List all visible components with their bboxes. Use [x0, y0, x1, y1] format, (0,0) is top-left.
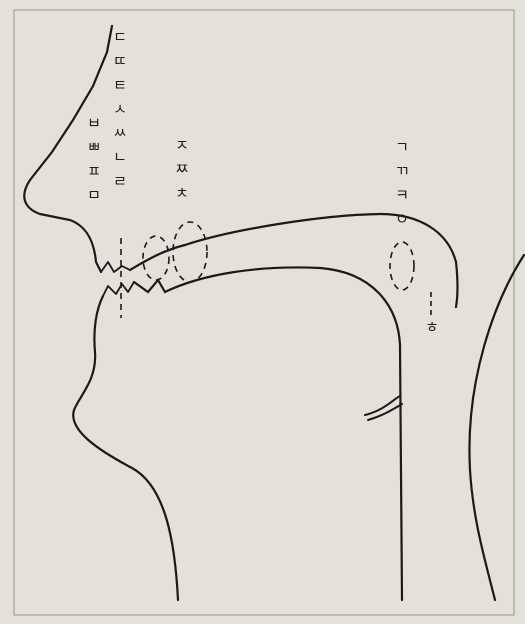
label-palatal-2: ㅉ — [170, 162, 194, 177]
label-velar-4: ㅇ — [390, 212, 414, 227]
page-border — [14, 10, 514, 615]
label-alveolar-2: ㄸ — [108, 54, 132, 69]
label-alveolar-7: ㄹ — [108, 174, 132, 189]
label-velar-3: ㅋ — [390, 188, 414, 203]
label-alveolar-1: ㄷ — [108, 30, 132, 45]
label-velar-2: ㄲ — [390, 164, 414, 179]
label-alveolar-5: ㅆ — [108, 126, 132, 141]
lower-teeth — [103, 282, 134, 296]
alveolar-marker — [143, 236, 169, 280]
upper-teeth — [101, 262, 130, 272]
pharynx-back-wall — [469, 255, 524, 600]
label-palatal-3: ㅊ — [170, 186, 194, 201]
label-alveolar-4: ㅅ — [108, 102, 132, 117]
label-bilabial-1: ㅂ — [82, 116, 106, 131]
chin-profile — [73, 296, 178, 600]
label-velar-1: ㄱ — [390, 140, 414, 155]
label-glottal-1: ㅎ — [420, 320, 444, 335]
label-alveolar-3: ㅌ — [108, 78, 132, 93]
larynx-mark — [365, 396, 402, 420]
label-bilabial-3: ㅍ — [82, 164, 106, 179]
label-bilabial-2: ㅃ — [82, 140, 106, 155]
label-bilabial-4: ㅁ — [82, 188, 106, 203]
velar-marker — [390, 242, 414, 290]
palatal-marker — [173, 222, 207, 282]
label-palatal-1: ㅈ — [170, 138, 194, 153]
label-alveolar-6: ㄴ — [108, 150, 132, 165]
